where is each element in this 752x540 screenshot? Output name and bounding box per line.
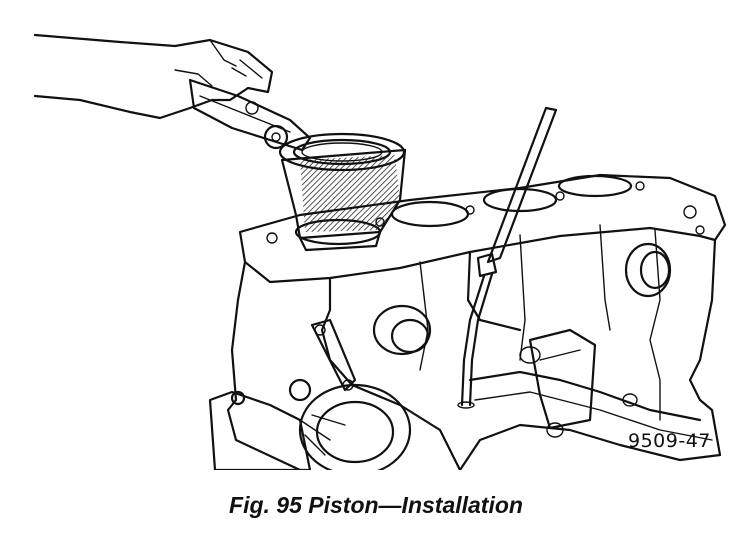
dipstick-tube — [457, 106, 558, 409]
mount-bracket — [528, 328, 597, 430]
cylinder-bores — [294, 174, 633, 246]
engine-block — [226, 173, 727, 470]
piston-installation-illustration — [33, 33, 727, 470]
compressor-handle — [188, 78, 312, 152]
front-accessories — [208, 318, 412, 470]
freeze-plugs — [372, 242, 672, 438]
ring-compressor — [278, 132, 407, 252]
hand — [33, 33, 274, 120]
figure-id-label: 9509-47 — [628, 430, 711, 452]
figure-caption: Fig. 95 Piston—Installation — [229, 492, 523, 518]
